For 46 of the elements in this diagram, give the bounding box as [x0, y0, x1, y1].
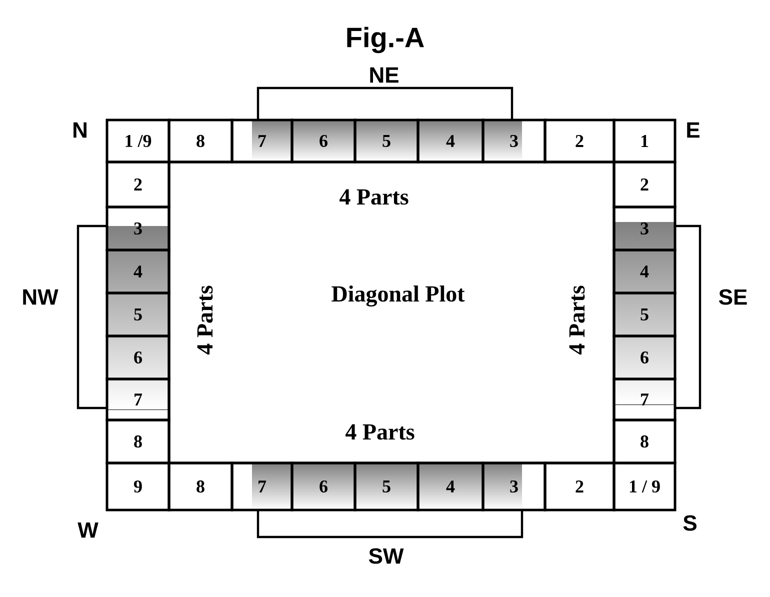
- grid-cell: 6: [290, 462, 356, 512]
- grid-cell: 4: [416, 462, 484, 512]
- grid-cell: 5: [612, 292, 676, 338]
- grid-cell: 7: [612, 378, 676, 422]
- grid-cell: 8: [612, 418, 676, 464]
- part-label: 4 Parts: [569, 286, 585, 354]
- grid-cell: 4: [106, 248, 170, 294]
- direction-label: S: [683, 515, 696, 531]
- grid-cell: 5: [354, 462, 420, 512]
- grid-cell: 3: [482, 118, 546, 164]
- part-label: 4 Parts: [197, 286, 213, 354]
- grid-cell: 8: [168, 462, 234, 512]
- grid-cell: 6: [612, 334, 676, 380]
- figure-title: Fig.-A: [347, 26, 424, 54]
- grid-cell: 1 / 9: [612, 462, 676, 512]
- grid-cell: 4: [612, 248, 676, 294]
- grid-cell: 3: [106, 206, 170, 252]
- grid-cell: 3: [612, 206, 676, 252]
- grid-cell: 2: [544, 118, 616, 164]
- part-label: 4 Parts: [346, 424, 414, 440]
- grid-cell: 8: [106, 418, 170, 464]
- grid-cell: 1: [612, 118, 676, 164]
- grid-cell: 6: [290, 118, 356, 164]
- part-label: 4 Parts: [340, 189, 408, 205]
- direction-label: SE: [718, 289, 747, 305]
- grid-cell: 5: [354, 118, 420, 164]
- grid-cell: 9: [106, 462, 170, 512]
- grid-cell: 7: [230, 118, 294, 164]
- grid-cell: 2: [544, 462, 616, 512]
- grid-cell: 7: [106, 378, 170, 422]
- direction-label: W: [78, 522, 98, 538]
- grid-cell: 5: [106, 292, 170, 338]
- grid-cell: 3: [482, 462, 546, 512]
- grid-cell: 2: [612, 160, 676, 208]
- grid-cell: 1 /9: [106, 118, 170, 164]
- direction-label: E: [687, 122, 700, 138]
- grid-cell: 8: [168, 118, 234, 164]
- direction-label: N: [74, 122, 86, 138]
- direction-label: SW: [368, 548, 404, 564]
- direction-label: NW: [23, 289, 58, 305]
- grid-cell: 2: [106, 160, 170, 208]
- grid-cell: 7: [230, 462, 294, 512]
- direction-label: NE: [370, 67, 398, 83]
- plot-title: Diagonal Plot: [332, 285, 465, 307]
- grid-cell: 6: [106, 334, 170, 380]
- grid-cell: 4: [416, 118, 484, 164]
